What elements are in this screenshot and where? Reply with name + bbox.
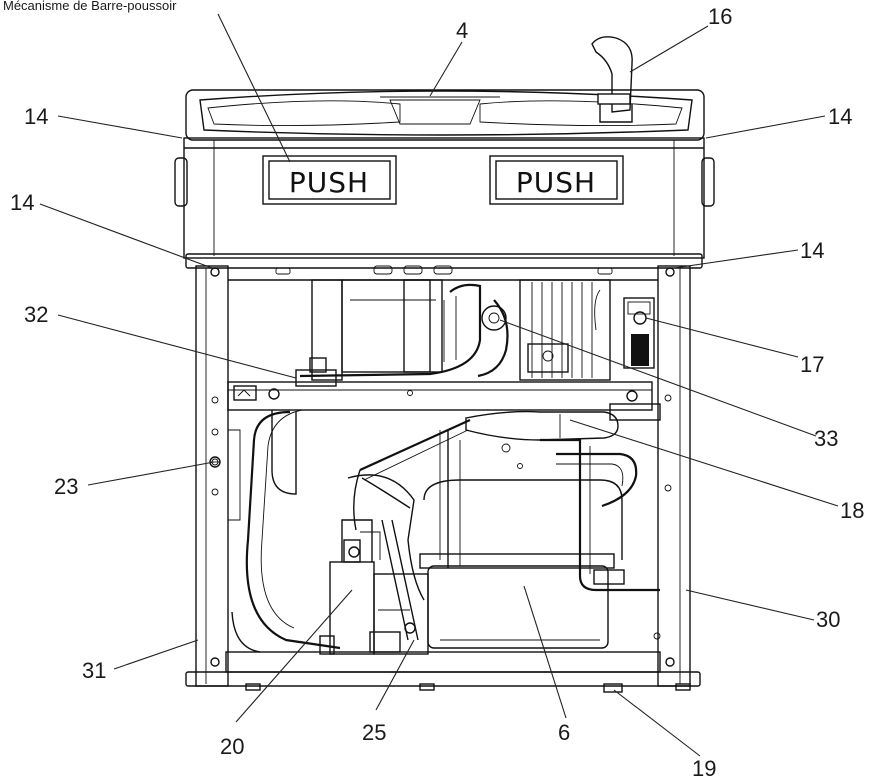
valve-assembly — [319, 519, 381, 655]
solenoid-valve — [623, 297, 655, 369]
cross-bar — [227, 357, 661, 421]
upper-tubing — [299, 283, 601, 378]
label-14-mid-right: 14 — [800, 238, 824, 263]
label-pushbar-mechanism: Mécanisme de Barre-poussoir — [3, 0, 177, 13]
label-14-top-right: 14 — [828, 104, 852, 129]
label-30: 30 — [816, 607, 840, 632]
label-6: 6 — [558, 720, 570, 745]
push-label-left: PUSH — [289, 166, 369, 199]
label-25: 25 — [362, 720, 386, 745]
label-31: 31 — [82, 658, 106, 683]
label-19: 19 — [692, 756, 716, 781]
refrigerant-tubing — [245, 409, 660, 650]
leader-lines — [39, 13, 839, 757]
push-bar-right[interactable]: PUSH — [489, 155, 624, 205]
label-4: 4 — [456, 18, 468, 43]
push-bar-left[interactable]: PUSH — [262, 155, 397, 205]
left-reservoir — [228, 410, 297, 653]
push-label-right: PUSH — [516, 166, 596, 199]
label-33: 33 — [814, 426, 838, 451]
label-23: 23 — [54, 474, 78, 499]
front-panel — [174, 137, 715, 269]
label-14-mid-left: 14 — [10, 190, 34, 215]
label-14-top-left: 14 — [24, 104, 48, 129]
label-18: 18 — [840, 498, 864, 523]
pushbar-linkage — [369, 519, 429, 655]
label-20: 20 — [220, 734, 244, 759]
frame — [185, 265, 701, 693]
storage-tank — [439, 410, 619, 568]
compressor — [419, 479, 625, 649]
label-32: 32 — [24, 302, 48, 327]
bubbler-spout — [591, 36, 633, 123]
upper-housing — [311, 279, 611, 381]
callout-labels: Mécanisme de Barre-poussoir 4 16 14 14 1… — [3, 0, 864, 781]
label-17: 17 — [800, 352, 824, 377]
label-16: 16 — [708, 4, 732, 29]
basin — [185, 89, 705, 141]
